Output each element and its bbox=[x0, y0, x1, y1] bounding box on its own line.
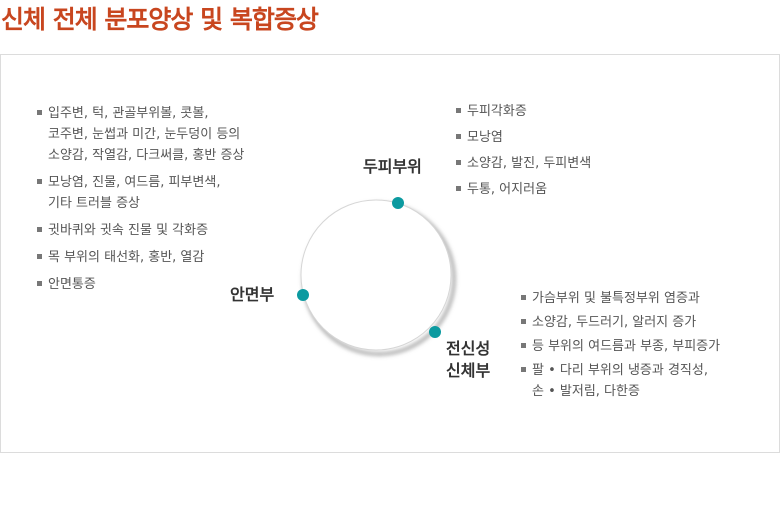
page-title: 신체 전체 분포양상 및 복합증상 bbox=[1, 5, 319, 34]
node-label-body: 전신성 신체부 bbox=[446, 339, 491, 380]
list-item: 가슴부위 및 불특정부위 염증과 bbox=[520, 288, 720, 309]
list-item: 귓바퀴와 귓속 진물 및 각화증 bbox=[36, 220, 244, 241]
list-item: 안면통증 bbox=[36, 274, 244, 295]
node-dot-scalp bbox=[392, 197, 404, 209]
list-item: 소양감, 발진, 두피변색 bbox=[455, 153, 591, 174]
facial-symptom-list: 입주변, 턱, 관골부위볼, 콧볼, 코주변, 눈썹과 미간, 눈두덩이 등의 … bbox=[36, 103, 244, 301]
cycle-diagram bbox=[297, 197, 456, 356]
list-item: 팔 • 다리 부위의 냉증과 경직성, 손 • 발저림, 다한증 bbox=[520, 360, 720, 402]
body-symptom-list: 가슴부위 및 불특정부위 염증과 소양감, 두드러기, 알러지 증가 등 부위의… bbox=[520, 288, 720, 405]
list-item: 두통, 어지러움 bbox=[455, 179, 591, 200]
node-dot-face bbox=[297, 289, 309, 301]
node-label-scalp: 두피부위 bbox=[363, 157, 422, 176]
list-item: 소양감, 두드러기, 알러지 증가 bbox=[520, 312, 720, 333]
list-item: 등 부위의 여드름과 부종, 부피증가 bbox=[520, 336, 720, 357]
list-item: 모낭염, 진물, 여드름, 피부변색, 기타 트러블 증상 bbox=[36, 172, 244, 214]
list-item: 모낭염 bbox=[455, 127, 591, 148]
list-item: 두피각화증 bbox=[455, 101, 591, 122]
symptom-panel: 입주변, 턱, 관골부위볼, 콧볼, 코주변, 눈썹과 미간, 눈두덩이 등의 … bbox=[0, 54, 780, 453]
list-item: 목 부위의 태선화, 홍반, 열감 bbox=[36, 247, 244, 268]
list-item: 입주변, 턱, 관골부위볼, 콧볼, 코주변, 눈썹과 미간, 눈두덩이 등의 … bbox=[36, 103, 244, 166]
scalp-symptom-list: 두피각화증 모낭염 소양감, 발진, 두피변색 두통, 어지러움 bbox=[455, 101, 591, 205]
node-label-face: 안면부 bbox=[230, 285, 275, 304]
ring bbox=[300, 199, 452, 351]
node-dot-body bbox=[429, 326, 441, 338]
